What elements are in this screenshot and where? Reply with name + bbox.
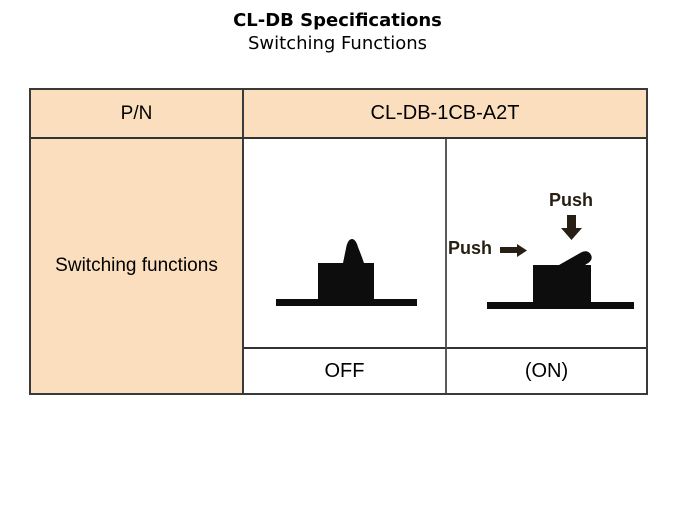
model-header-label: CL-DB-1CB-A2T <box>370 102 520 124</box>
switch-body <box>533 265 591 305</box>
push-side-label: Push <box>448 238 492 258</box>
switch-on-diagram-cell: Push Push <box>447 139 646 349</box>
switch-off-diagram-cell <box>244 139 447 349</box>
off-state-label: OFF <box>324 359 365 382</box>
switching-functions-row-header: Switching functions <box>31 139 244 393</box>
title-block: CL-DB Specifications Switching Functions <box>0 9 675 55</box>
pn-header-cell: P/N <box>31 90 244 139</box>
switch-lever-pressed <box>559 251 592 265</box>
off-state-cell: OFF <box>244 349 447 393</box>
switching-functions-label: Switching functions <box>55 255 218 276</box>
on-state-cell: (ON) <box>447 349 646 393</box>
page-title: CL-DB Specifications <box>233 10 442 31</box>
switch-lever-up <box>343 238 364 263</box>
push-top-label: Push <box>549 190 593 210</box>
arrow-down-icon <box>561 215 582 240</box>
model-header-cell: CL-DB-1CB-A2T <box>244 90 646 139</box>
arrow-right-icon <box>500 244 527 257</box>
specifications-table: P/N CL-DB-1CB-A2T Switching functions Pu… <box>29 88 648 395</box>
on-state-label: (ON) <box>524 359 569 382</box>
switch-lever-up-icon <box>276 238 417 306</box>
switch-lever-pressed-icon: Push Push <box>448 190 634 309</box>
switch-base-bar <box>487 302 634 309</box>
page-subtitle: Switching Functions <box>247 33 427 54</box>
switch-body <box>318 263 374 303</box>
pn-header-label: P/N <box>120 102 153 124</box>
